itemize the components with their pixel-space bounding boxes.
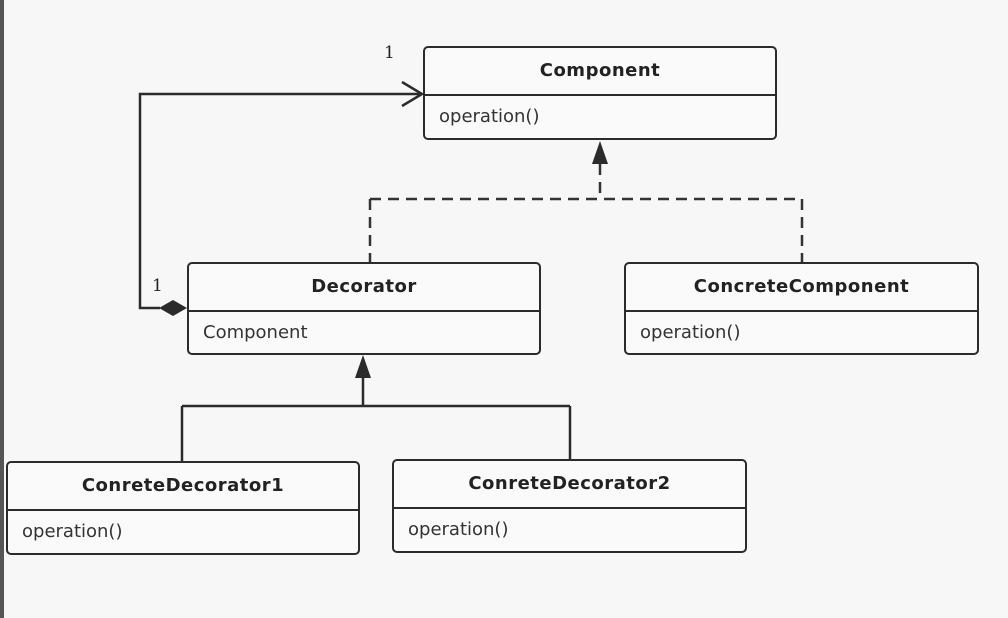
class-concrete-decorator1: ConreteDecorator1 operation() [6, 461, 360, 555]
class-concrete-component: ConcreteComponent operation() [624, 262, 979, 355]
realization-lines [368, 164, 804, 263]
aggregation-diamond [159, 300, 187, 316]
class-decorator: Decorator Component [187, 262, 541, 355]
multiplicity-component: 1 [384, 43, 395, 63]
generalization-arrow-head [355, 355, 371, 378]
generalization-lines [180, 377, 572, 462]
aggregation-line [138, 92, 422, 310]
class-name: ConreteDecorator2 [394, 461, 745, 509]
class-component: Component operation() [423, 46, 777, 140]
open-arrow-head [401, 80, 425, 108]
class-member: Component [203, 322, 308, 343]
class-name: ConcreteComponent [626, 264, 977, 312]
class-member: operation() [439, 106, 540, 127]
class-member: operation() [22, 521, 123, 542]
class-name: Component [425, 48, 775, 96]
class-concrete-decorator2: ConreteDecorator2 operation() [392, 459, 747, 553]
left-border [0, 0, 4, 618]
class-member: operation() [408, 519, 509, 540]
class-name: Decorator [189, 264, 539, 312]
realization-arrow-head [592, 141, 608, 164]
multiplicity-decorator: 1 [152, 276, 163, 296]
class-name: ConreteDecorator1 [8, 463, 358, 511]
class-member: operation() [640, 322, 741, 343]
